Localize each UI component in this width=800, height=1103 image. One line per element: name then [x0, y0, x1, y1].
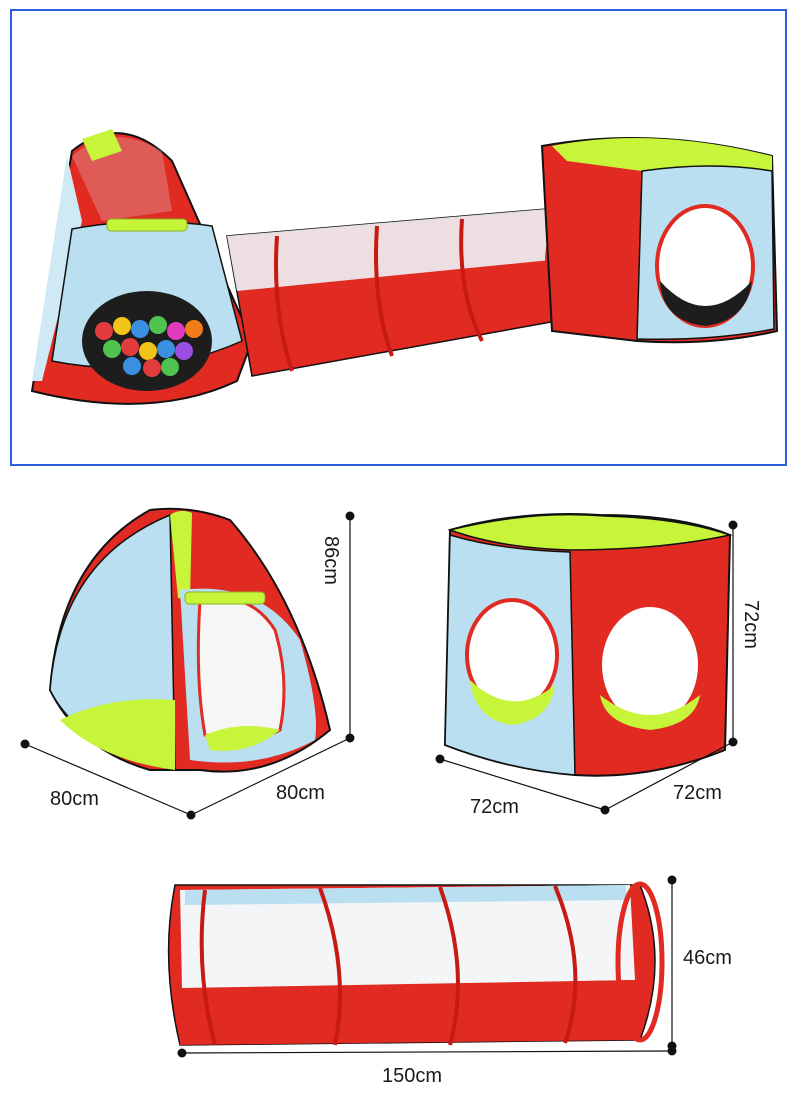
cube-width-right-label: 72cm [673, 782, 722, 804]
ball-pit [95, 316, 203, 377]
tunnel-length-label: 150cm [382, 1065, 443, 1087]
cube-tent-illustration [435, 513, 738, 815]
pyramid-tent-hero [30, 129, 254, 405]
cube-tent-panel: 72cm 72cm 72cm [400, 480, 800, 840]
tunnel-height-label: 46cm [683, 947, 732, 969]
hero-product-photo [10, 9, 787, 466]
pyramid-width-left-label: 80cm [50, 788, 99, 810]
pyramid-height-label: 86cm [320, 536, 342, 585]
cube-tent-hero [540, 137, 779, 344]
cube-width-left-label: 72cm [470, 796, 519, 818]
cube-height-label: 72cm [740, 600, 762, 649]
pyramid-tent-panel: 86cm 80cm 80cm [0, 480, 400, 840]
pyramid-tent-illustration [20, 507, 355, 820]
pyramid-width-right-label: 80cm [276, 782, 325, 804]
tunnel-illustration [167, 875, 677, 1058]
tunnel-panel: 46cm 150cm [0, 860, 800, 1103]
tent-set-illustration [30, 129, 779, 405]
